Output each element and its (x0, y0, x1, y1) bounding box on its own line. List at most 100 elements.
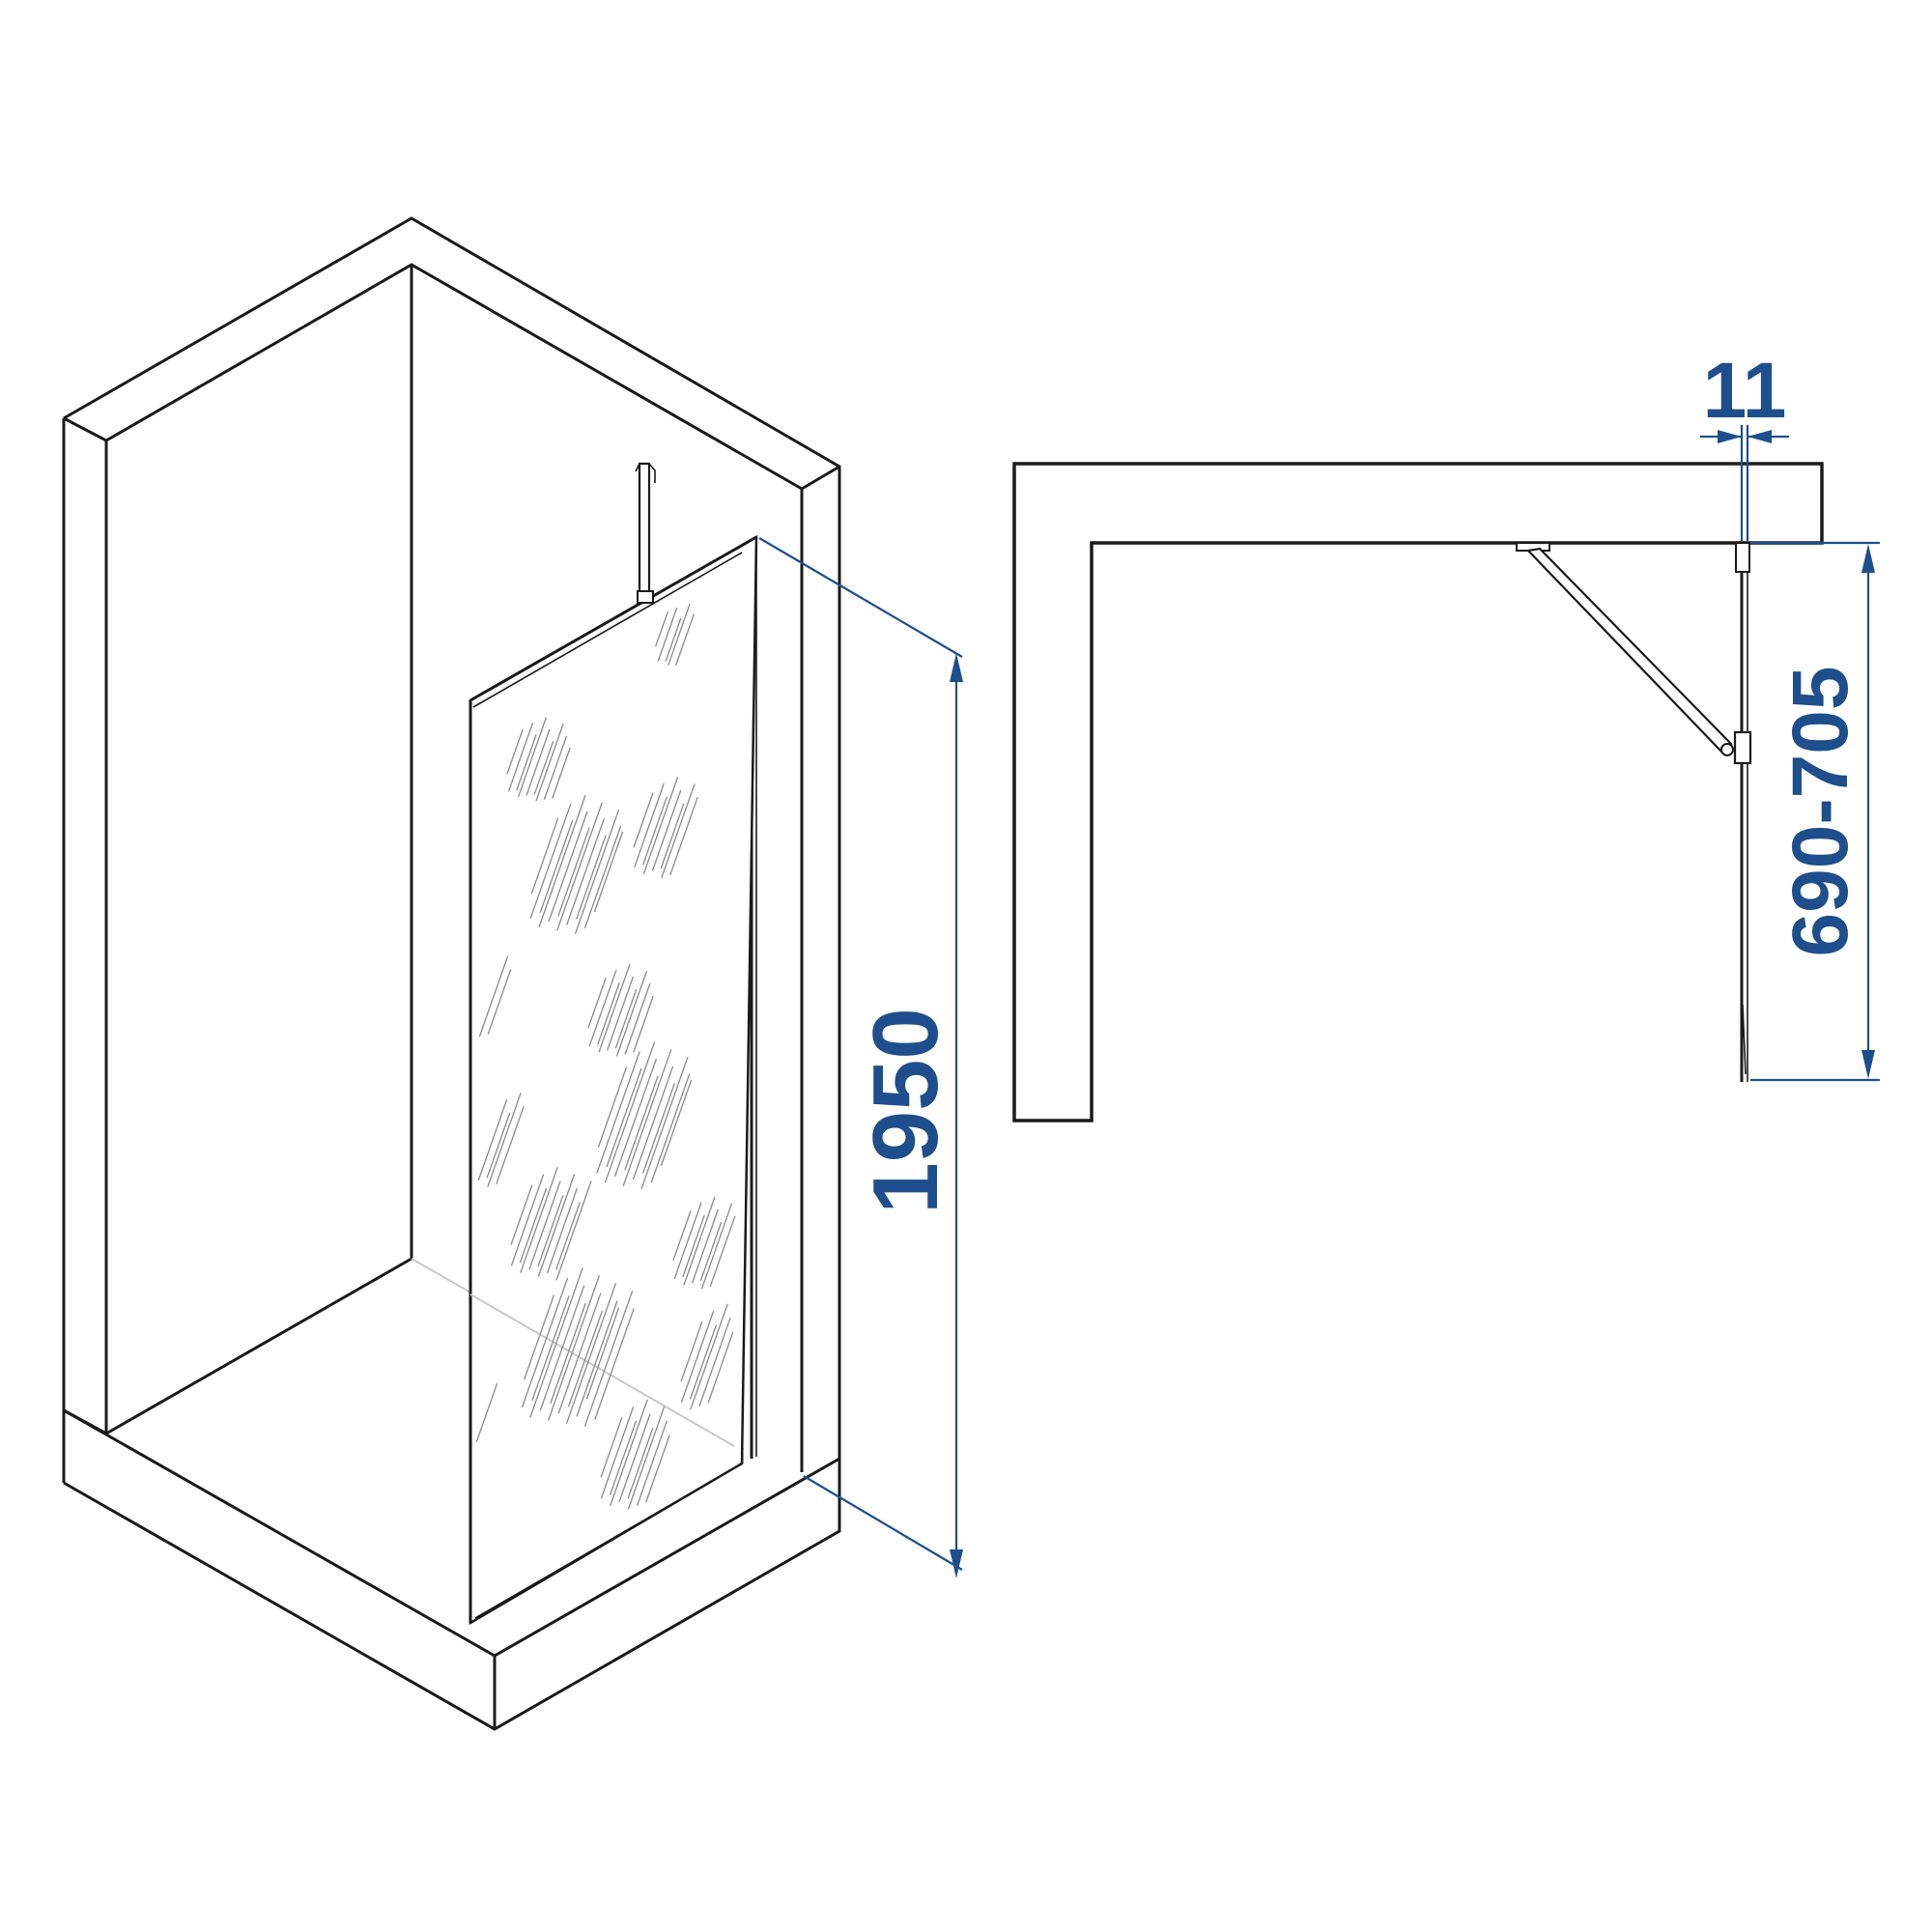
support-bar (635, 462, 656, 604)
glass-hatch-stroke (640, 1056, 689, 1190)
glass-hatch-stroke (707, 1331, 734, 1404)
glass-hatch-stroke (690, 1303, 728, 1410)
glass-hatch-stroke (624, 982, 651, 1055)
glass-hatch-stroke (588, 970, 617, 1047)
glass-hatch-stroke (576, 835, 607, 920)
wall-top-rim (63, 216, 841, 1459)
glass-hatch-stroke (510, 1184, 533, 1245)
wall-inner-top-edge (105, 263, 803, 491)
glass-hatch-stroke (633, 995, 654, 1053)
glass-hatch-stroke (598, 963, 631, 1053)
glass-hatch-stroke (507, 722, 534, 792)
floor-back-left-edge (105, 1257, 412, 1435)
glass-hatch-stroke (555, 1202, 581, 1270)
glass-hatch-stroke (650, 1073, 691, 1183)
glass-top-edge (469, 535, 757, 702)
height-dimension: 1950 (758, 537, 963, 1578)
plan-support-bar (1516, 542, 1752, 765)
thickness-arrow-right (1747, 430, 1772, 443)
glass-hatch-stroke (583, 1290, 634, 1428)
glass-hatch-stroke (531, 1294, 570, 1402)
glass-hatch-stroke (709, 1215, 736, 1288)
glass-hatch-stroke (487, 1093, 522, 1187)
glass-hatch-stroke (546, 1187, 579, 1274)
glass-hatch-stroke (477, 1098, 508, 1181)
glass-hatch-stroke (615, 970, 648, 1057)
height-label: 1950 (854, 1008, 957, 1214)
glass-hatch-stroke (533, 741, 554, 795)
glass-hatch-stroke (528, 1180, 561, 1270)
right-wall-end (801, 465, 840, 491)
glass-hatch-stroke (543, 735, 568, 800)
glass-hatch-stroke (645, 1435, 670, 1503)
glass-hatch-stroke (627, 1406, 666, 1510)
glass-hatch-stroke (698, 1318, 731, 1406)
glass-hatch-stroke (475, 1382, 498, 1442)
glass-hatch-stroke (535, 724, 564, 802)
glass-hatch-stroke (537, 1174, 576, 1277)
glass-hatch-stroke (654, 611, 669, 647)
glass-hatch-stroke (520, 1167, 558, 1273)
isometric-view: 1950 (62, 216, 963, 1731)
width-label: 690-705 (1776, 667, 1864, 957)
glass-hatch-stroke (574, 810, 620, 934)
glass-hatch-stroke (610, 1399, 648, 1506)
glass-hatch-stroke (660, 803, 685, 869)
glass-hatch-stroke (642, 796, 668, 866)
glass-hatch-stroke (486, 1112, 511, 1179)
tray-left-join (63, 1408, 107, 1435)
glass-hatch-stroke (596, 1051, 640, 1174)
glass-hatch-stroke (689, 1324, 718, 1400)
glass-hatch-stroke (487, 969, 512, 1035)
glass-hatch-stroke (597, 982, 620, 1045)
glass-hatch-stroke (613, 1058, 658, 1178)
height-extension-top (758, 537, 963, 658)
glass-hatch-stroke (699, 1221, 723, 1282)
glass-hatch-stroke (587, 978, 607, 1029)
glass-hatch-stroke (642, 777, 679, 874)
glass-hatch-stroke (537, 1195, 564, 1266)
tray-bottom (63, 1459, 841, 1731)
glass-hatch-stroke (539, 819, 574, 914)
glass-hatch-stroke (583, 825, 622, 929)
glass-hatch-stroke (517, 717, 548, 798)
glass-hatch-stroke (641, 1083, 676, 1174)
glass-hatch-stroke (682, 1214, 705, 1278)
glass-hatch-stroke (673, 1202, 702, 1280)
thickness-arrow-left (1718, 430, 1742, 443)
glass-hatch-stroke (604, 1041, 656, 1183)
glass-hatch-stroke (566, 818, 605, 925)
thickness-label: 11 (1703, 347, 1787, 435)
glass-hatch-stroke (510, 1174, 545, 1266)
glass-hatch-stroke (565, 1283, 617, 1424)
plan-glass-hatch (1742, 1004, 1747, 1075)
glass-hatch-stroke (585, 1307, 620, 1400)
glass-hatch-stroke (557, 827, 590, 917)
glass-hatch-stroke (634, 782, 665, 868)
height-arrow-top (950, 653, 963, 682)
glass-hatch-stroke (609, 1420, 638, 1495)
glass-hatch-stroke (624, 1075, 659, 1171)
glass-hatch-stroke (530, 817, 559, 895)
glass-hatch-stroke (672, 1209, 692, 1262)
glass-hatch-stroke (632, 1065, 674, 1180)
glass-hatch-stroke (478, 955, 509, 1037)
width-arrow-top (1861, 544, 1875, 573)
plan-wall-profile (1735, 542, 1750, 573)
height-arrow-bottom (950, 1549, 963, 1578)
glass-hatch-stroke (657, 607, 678, 662)
glass-hatch-stroke (683, 1196, 716, 1286)
glass-hatch-stroke (660, 1079, 693, 1167)
thickness-dimension: 11 (1700, 347, 1789, 541)
height-extension-bottom (803, 1475, 963, 1571)
glass-hatch-stroke (668, 603, 691, 666)
glass-pattern-hatches (475, 603, 736, 1510)
glass-hatch-stroke (633, 792, 654, 848)
glass-hatch-stroke (651, 789, 682, 872)
plan-view: 11 690-705 (1012, 347, 1880, 1122)
glass-hatch-stroke (539, 1285, 585, 1411)
glass-hatch-stroke (526, 728, 551, 796)
glass-hatch-stroke (593, 831, 624, 913)
glass-hatch-stroke (550, 1302, 586, 1405)
